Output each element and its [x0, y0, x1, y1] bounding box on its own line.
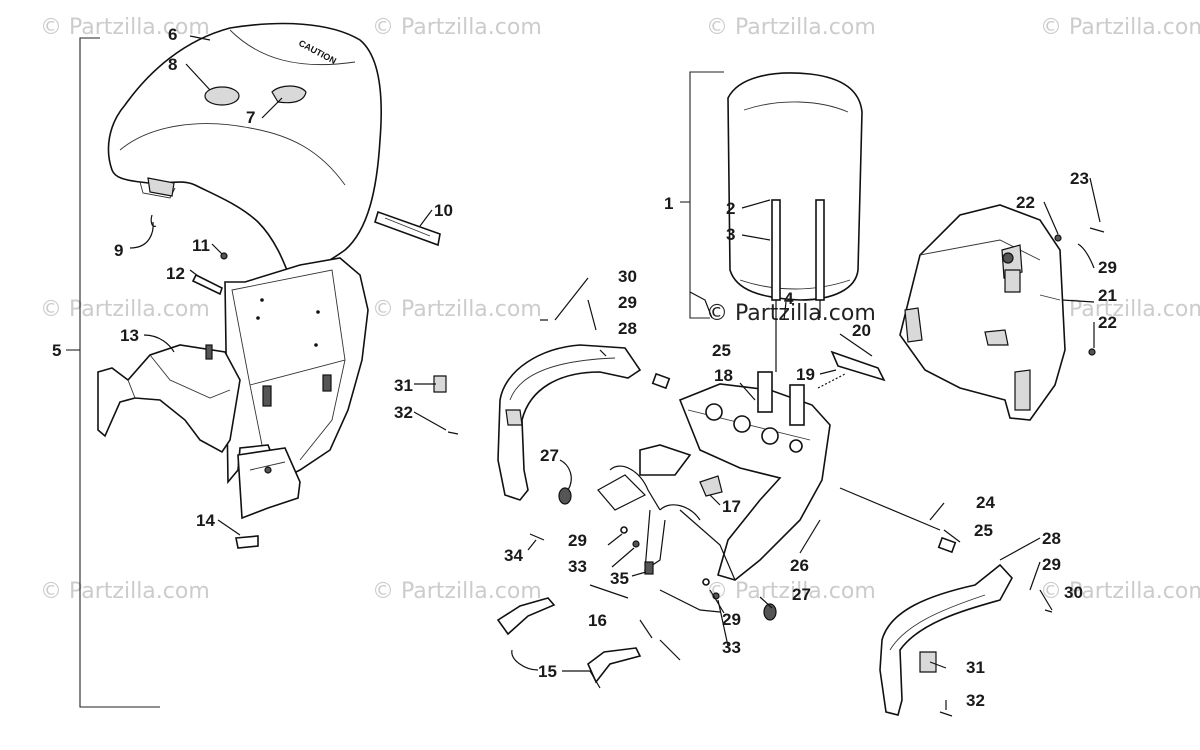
- watermark: © Partzilla.com: [372, 15, 542, 40]
- seat-base: [224, 257, 369, 485]
- callout-16: 16: [588, 611, 607, 630]
- callout-25: 25: [974, 521, 993, 540]
- callout-29: 29: [1042, 555, 1061, 574]
- callout-33: 33: [722, 638, 741, 657]
- callout-35: 35: [610, 569, 629, 588]
- callout-25: 25: [712, 341, 731, 360]
- callout-13: 13: [120, 326, 139, 345]
- callout-29: 29: [618, 293, 637, 312]
- callout-6: 6: [168, 25, 177, 44]
- callout-5: 5: [52, 341, 61, 360]
- callout-11: 11: [192, 236, 210, 255]
- callout-28: 28: [1042, 529, 1061, 548]
- callout-29: 29: [722, 610, 741, 629]
- callouts: 6 8 7 10 9 11 12 5 13 14 15 16 17 18 19 …: [52, 25, 1117, 710]
- watermark: © Partzilla.com: [372, 579, 542, 604]
- seat-assembly: CAUTION: [66, 22, 441, 708]
- seat-rear-bracket: [237, 447, 301, 520]
- callout-3: 3: [726, 225, 735, 244]
- watermark: © Partzilla.com: [1040, 297, 1200, 322]
- seat-strap: [374, 210, 441, 247]
- watermark: © Partzilla.com: [706, 579, 876, 604]
- callout-32: 32: [394, 403, 413, 422]
- seat-front-bracket: [97, 344, 241, 454]
- backrest-pad: [727, 72, 863, 301]
- callout-30: 30: [618, 267, 637, 286]
- backrest-post: [771, 199, 781, 301]
- callout-14: 14: [196, 511, 215, 530]
- callout-9: 9: [114, 241, 123, 260]
- callout-7: 7: [246, 108, 255, 127]
- seat-cushion: [107, 22, 382, 279]
- watermark: © Partzilla.com: [1040, 15, 1200, 40]
- watermark: © Partzilla.com: [706, 15, 876, 40]
- left-grab-handle: [433, 344, 642, 501]
- callout-8: 8: [168, 55, 177, 74]
- watermark: © Partzilla.com: [372, 297, 542, 322]
- callout-20: 20: [852, 321, 871, 340]
- right-grab-handle: [879, 563, 1013, 716]
- backrest-post: [815, 199, 825, 301]
- callout-28: 28: [618, 319, 637, 338]
- callout-29: 29: [1098, 258, 1117, 277]
- callout-27: 27: [792, 585, 811, 604]
- callout-27: 27: [540, 446, 559, 465]
- watermarks: © Partzilla.com © Partzilla.com © Partzi…: [40, 15, 1200, 604]
- callout-1: 1: [664, 194, 673, 213]
- seat-handle: [271, 85, 307, 104]
- rear-cover: [899, 204, 1066, 421]
- callout-10: 10: [434, 201, 453, 220]
- callout-19: 19: [796, 365, 815, 384]
- callout-26: 26: [790, 556, 809, 575]
- watermark: © Partzilla.com: [40, 297, 210, 322]
- callout-30: 30: [1064, 583, 1083, 602]
- callout-17: 17: [722, 497, 741, 516]
- seat-emblem: [204, 86, 240, 106]
- watermark: © Partzilla.com: [1040, 579, 1200, 604]
- callout-22: 22: [1016, 193, 1035, 212]
- watermark: © Partzilla.com: [40, 15, 210, 40]
- callout-33: 33: [568, 557, 587, 576]
- callout-32: 32: [966, 691, 985, 710]
- callout-24: 24: [976, 493, 995, 512]
- center-watermark: © Partzilla.com: [706, 301, 876, 326]
- callout-18: 18: [714, 366, 733, 385]
- callout-2: 2: [726, 199, 735, 218]
- callout-22: 22: [1098, 313, 1117, 332]
- watermark: © Partzilla.com: [40, 579, 210, 604]
- leader-lines: [129, 35, 1101, 710]
- clip: [235, 535, 259, 549]
- callout-29: 29: [568, 531, 587, 550]
- callout-31: 31: [394, 376, 413, 395]
- backrest-assembly: [680, 71, 863, 372]
- callout-15: 15: [538, 662, 557, 681]
- hardware: [447, 227, 1105, 717]
- fastener: [191, 273, 223, 296]
- callout-34: 34: [504, 546, 523, 565]
- bracket-5: [79, 37, 160, 708]
- callout-12: 12: [166, 264, 185, 283]
- callout-31: 31: [966, 658, 985, 677]
- callout-21: 21: [1098, 286, 1117, 305]
- callout-4: 4: [784, 289, 794, 308]
- callout-23: 23: [1070, 169, 1089, 188]
